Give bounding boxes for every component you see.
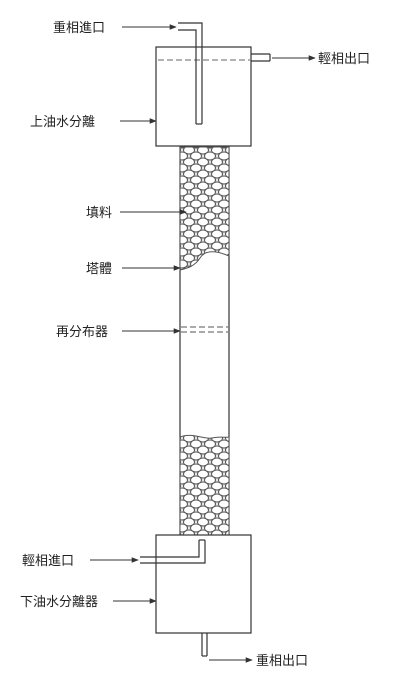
label-tower-body: 塔體: [86, 262, 112, 277]
light-inlet-pipe: [140, 539, 206, 564]
label-light-inlet: 輕相進口: [22, 554, 74, 569]
label-light-outlet: 輕相出口: [318, 52, 370, 67]
redistributor-plate: [181, 326, 228, 333]
upper-separator-vessel: [155, 46, 252, 147]
label-upper-separator: 上油水分離: [30, 115, 95, 130]
label-lower-separator: 下油水分離器: [20, 595, 98, 610]
leader-arrows: [90, 24, 316, 663]
label-heavy-outlet: 重相出口: [256, 653, 308, 669]
upper-packing: [179, 146, 230, 271]
lower-packing: [179, 434, 230, 536]
label-heavy-inlet: 重相進口: [53, 20, 105, 36]
light-outlet-pipe: [251, 53, 271, 62]
label-redistributor: 再分布器: [56, 325, 108, 340]
heavy-inlet-pipe: [178, 22, 203, 125]
heavy-outlet-pipe: [201, 633, 208, 657]
lower-separator-vessel: [155, 534, 252, 634]
label-packing: 填料: [86, 206, 112, 221]
